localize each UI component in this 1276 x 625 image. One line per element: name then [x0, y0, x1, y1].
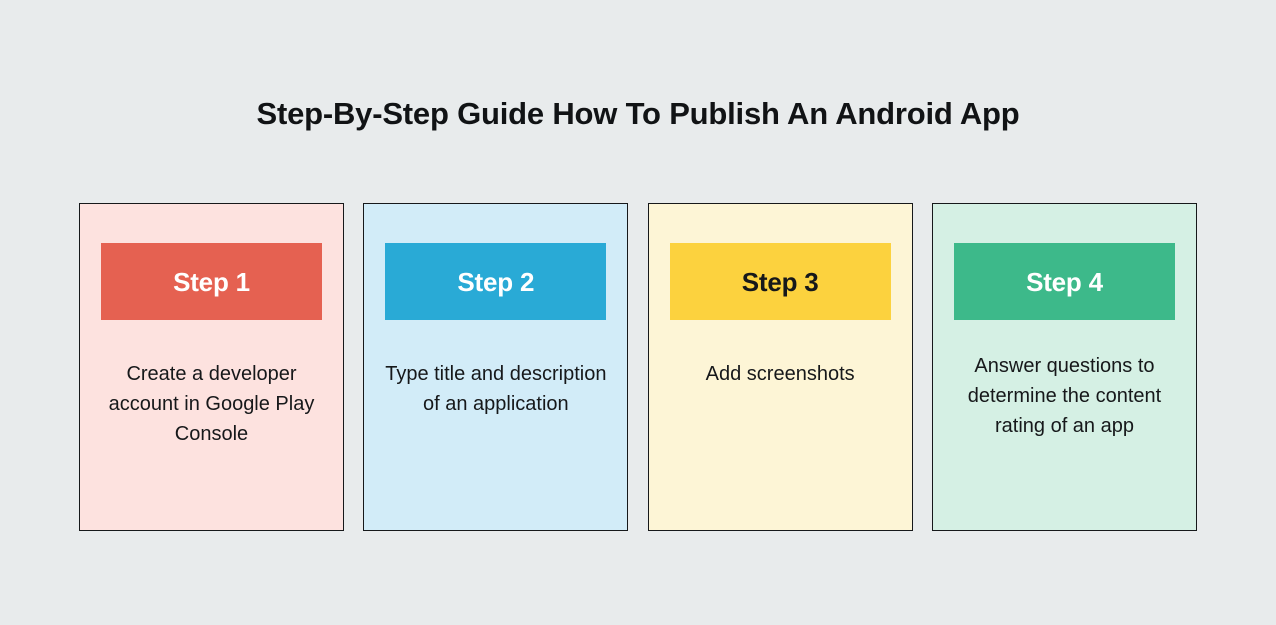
- step-card-3: Step 3 Add screenshots: [647, 203, 913, 531]
- step-card-2: Step 2 Type title and description of an …: [363, 203, 629, 531]
- step-body-1: Create a developer account in Google Pla…: [108, 363, 315, 445]
- steps-row: Step 1 Create a developer account in Goo…: [79, 203, 1197, 531]
- page-title: Step-By-Step Guide How To Publish An And…: [256, 96, 1020, 131]
- step-badge-4: Step 4: [953, 243, 1175, 320]
- step-badge-3: Step 3: [669, 243, 891, 320]
- step-body-4: Answer questions to determine the conten…: [967, 355, 1162, 437]
- step-badge-label-3: Step 3: [741, 266, 819, 297]
- step-badge-2: Step 2: [385, 243, 607, 320]
- step-body-3: Add screenshots: [705, 363, 855, 385]
- step-badge-label-1: Step 1: [173, 266, 250, 297]
- step-badge-label-4: Step 4: [1026, 266, 1103, 297]
- step-badge-1: Step 1: [101, 243, 322, 320]
- step-card-4: Step 4 Answer questions to determine the…: [931, 203, 1197, 531]
- step-body-2: Type title and description of an applica…: [385, 363, 607, 415]
- step-badge-label-2: Step 2: [457, 266, 535, 297]
- step-card-1: Step 1 Create a developer account in Goo…: [79, 203, 344, 531]
